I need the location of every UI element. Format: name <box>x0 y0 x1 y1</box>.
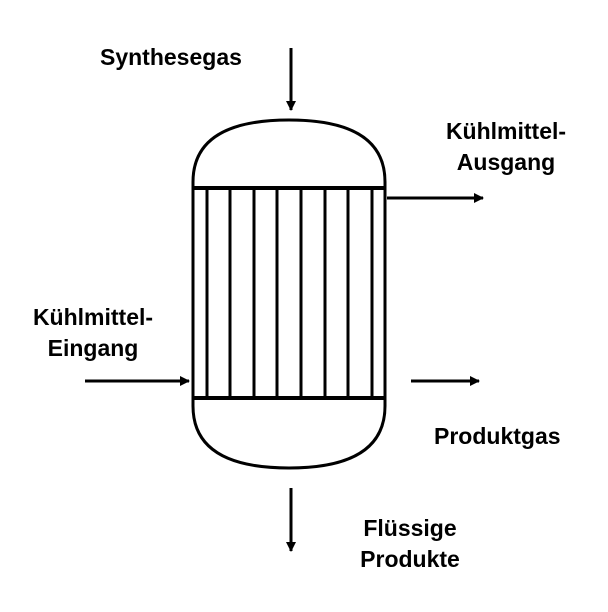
liquid-products-label-line2: Produkte <box>360 546 460 572</box>
coolant-outlet-label-line2: Ausgang <box>456 149 556 175</box>
coolant-outlet-label: Kühlmittel- Ausgang <box>428 116 584 178</box>
coolant-outlet-label-line1: Kühlmittel- <box>445 118 567 144</box>
syngas-label-text: Synthesegas <box>100 44 242 70</box>
syngas-label: Synthesegas <box>100 42 242 73</box>
product-gas-label: Produktgas <box>434 421 561 452</box>
product-gas-label-text: Produktgas <box>434 423 561 449</box>
coolant-inlet-label-line1: Kühlmittel- <box>32 304 154 330</box>
tube-bundle <box>205 188 374 398</box>
coolant-inlet-label-line2: Eingang <box>47 335 139 361</box>
liquid-products-label: Flüssige Produkte <box>335 513 485 575</box>
reactor-vessel <box>191 118 387 470</box>
coolant-inlet-label: Kühlmittel- Eingang <box>15 302 171 364</box>
liquid-products-label-line1: Flüssige <box>363 515 457 541</box>
